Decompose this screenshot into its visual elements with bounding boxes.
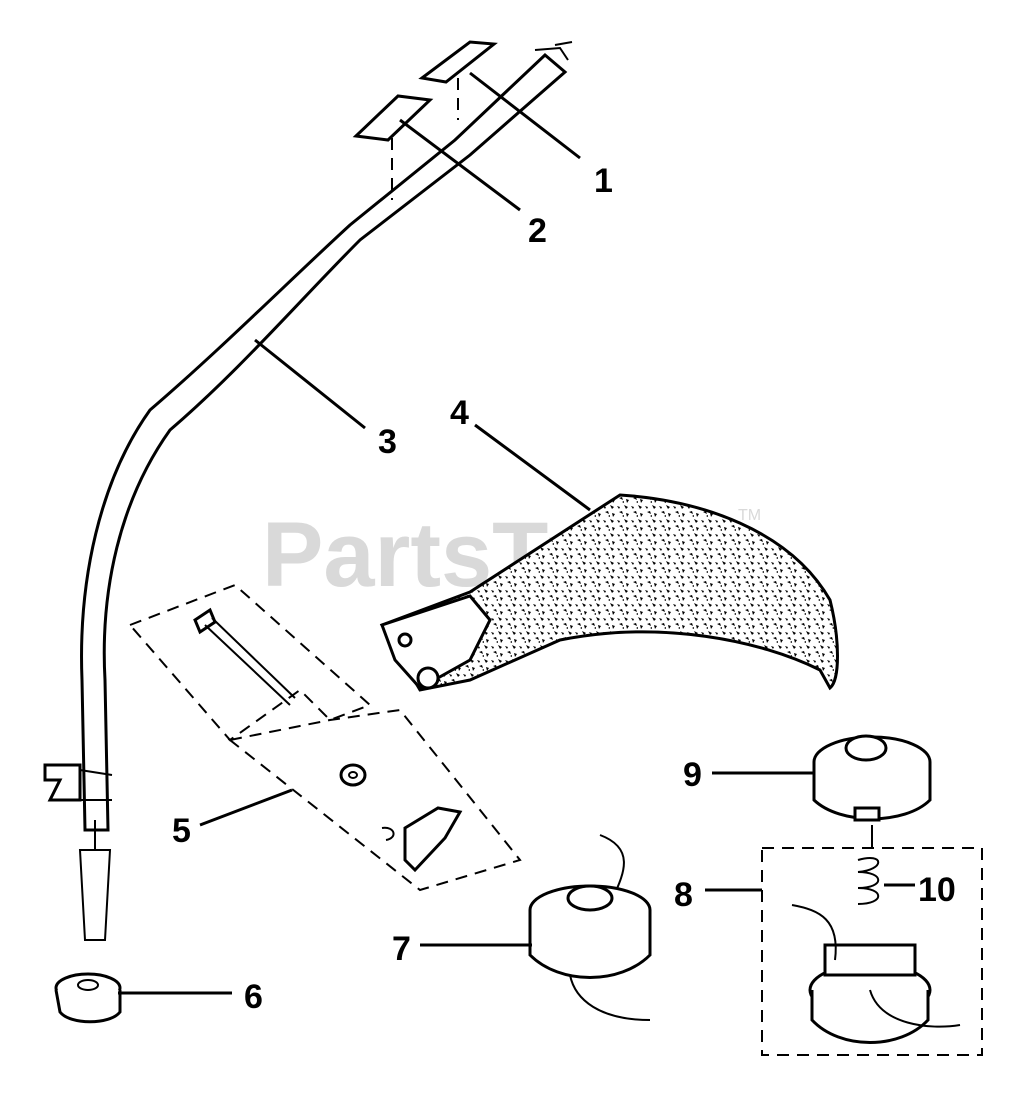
callout-7: 7 xyxy=(392,930,411,968)
callout-2: 2 xyxy=(528,212,547,250)
trimmer-head xyxy=(528,834,652,1021)
callout-6: 6 xyxy=(244,978,263,1016)
retaining-knob xyxy=(54,972,122,1024)
callout-4: 4 xyxy=(450,394,469,432)
guard xyxy=(379,493,839,692)
decal-1 xyxy=(418,40,498,120)
curved-shaft xyxy=(43,41,573,941)
spool-assembly xyxy=(761,825,983,1056)
callout-5: 5 xyxy=(172,812,191,850)
callout-9: 9 xyxy=(683,756,702,794)
callout-3: 3 xyxy=(378,423,397,461)
watermark-tm: TM xyxy=(738,507,761,524)
callout-10: 10 xyxy=(918,871,956,909)
spool-cover xyxy=(812,734,932,822)
hardware-kit xyxy=(128,583,522,892)
leader-lines xyxy=(118,71,915,995)
decal-2 xyxy=(352,94,434,200)
callout-8: 8 xyxy=(674,876,693,914)
callout-1: 1 xyxy=(594,162,613,200)
